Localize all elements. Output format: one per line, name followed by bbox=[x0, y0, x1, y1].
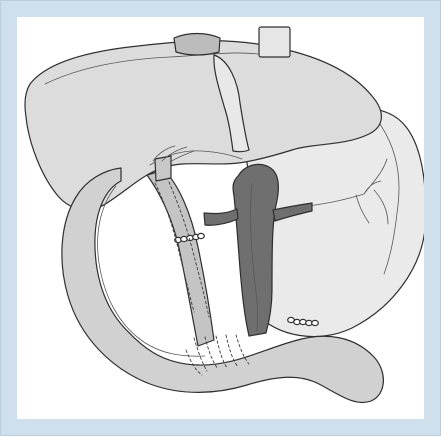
anatomical-illustration bbox=[17, 17, 424, 419]
inferior-vena-cava bbox=[174, 34, 220, 56]
aorta-segment bbox=[259, 27, 290, 57]
portal-vein-left-branch bbox=[204, 209, 238, 225]
